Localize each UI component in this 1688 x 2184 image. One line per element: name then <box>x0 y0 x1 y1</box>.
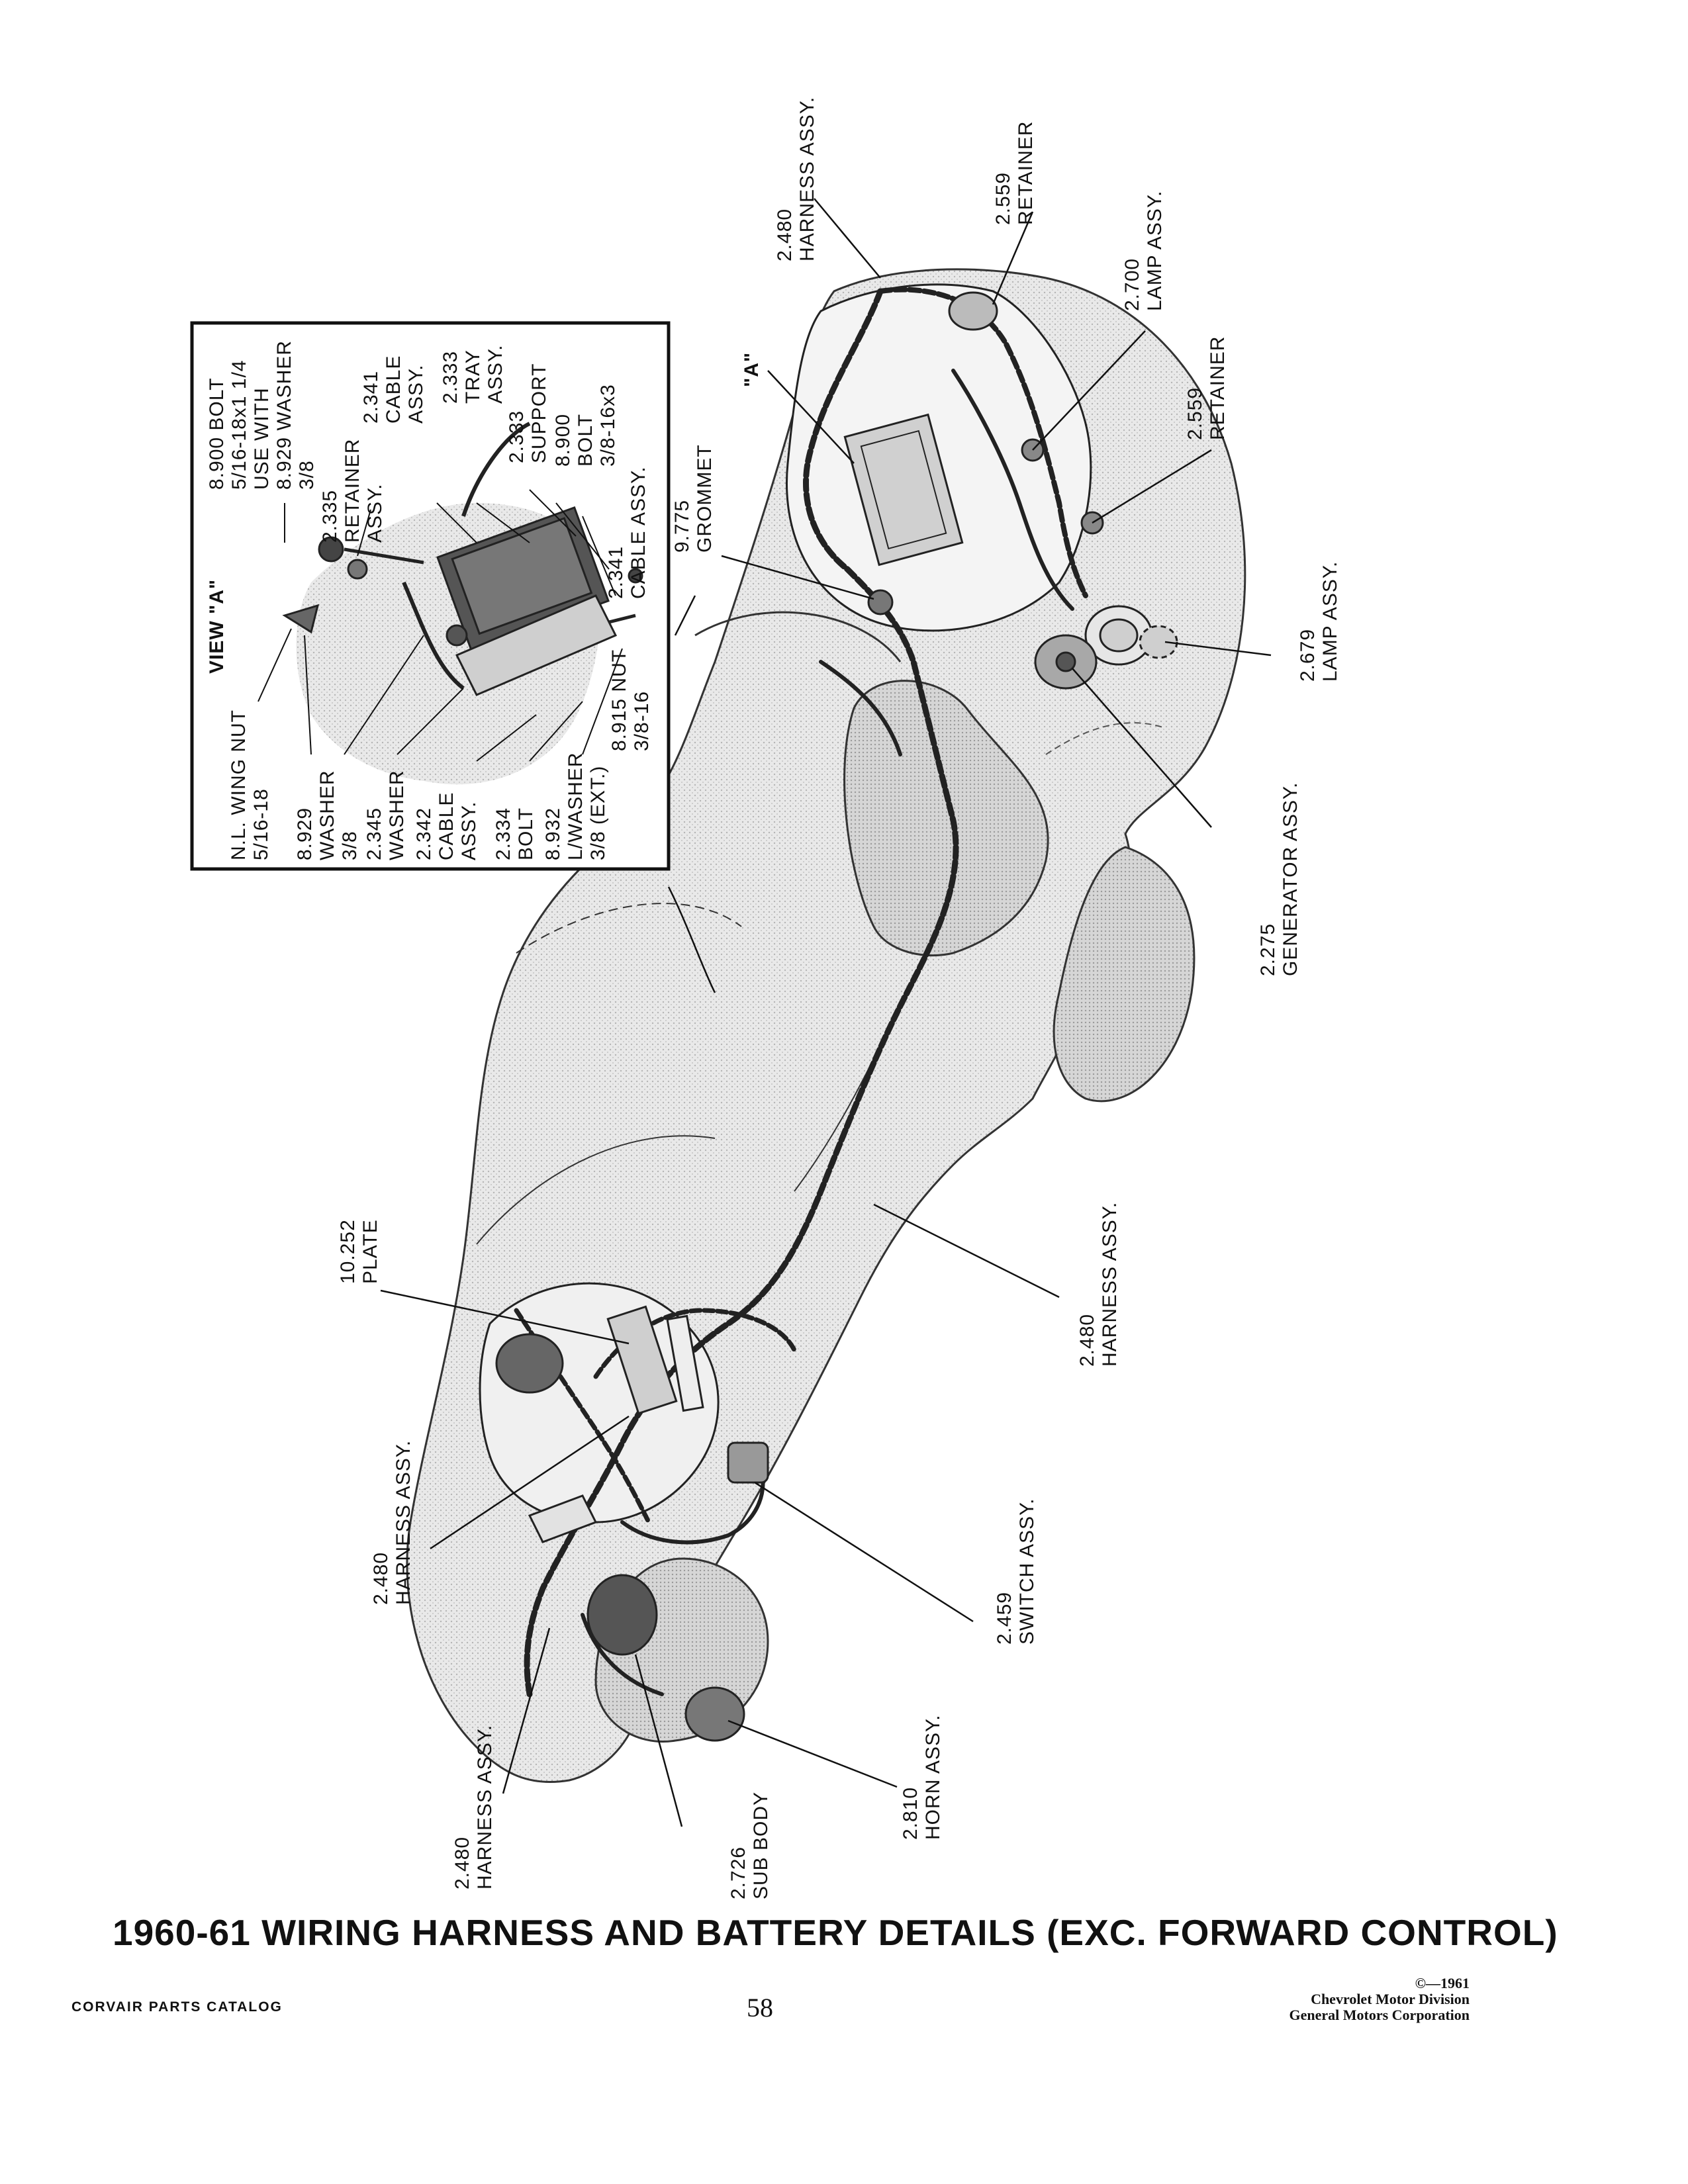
bolt-8900b-name: BOLT <box>575 414 596 467</box>
harness-top-name: HARNESS ASSY. <box>796 97 818 261</box>
retainer-2335-num: 2.335 <box>319 490 341 543</box>
tray-2333-name: TRAY <box>462 349 484 404</box>
harness-left-name: HARNESS ASSY. <box>393 1440 414 1605</box>
generator-name: GENERATOR ASSY. <box>1280 782 1301 976</box>
sub-body-name: SUB BODY <box>750 1792 772 1899</box>
support-2333-name: SUPPORT <box>528 363 550 463</box>
cable-2341a-assy: ASSY. <box>405 364 427 424</box>
cable-2341a-name: CABLE <box>383 355 404 424</box>
wing-nut-label: N.L. WING NUT <box>228 709 250 860</box>
washer-8929-num: 8.929 <box>294 807 316 860</box>
washer-8929-name: WASHER <box>316 770 338 860</box>
retainer-mid-num: 2.559 <box>1184 387 1206 440</box>
bolt-2334-num: 2.334 <box>492 807 514 860</box>
page-number: 58 <box>747 1993 773 2023</box>
support-2333-num: 2.333 <box>506 410 528 463</box>
inset-title: VIEW "A" <box>206 579 228 674</box>
view-a-marker: "A" <box>741 352 763 387</box>
grommet-num: 9.775 <box>671 500 693 553</box>
lamp-2679-num: 2.679 <box>1297 629 1319 682</box>
retainer-2335-assy: ASSY. <box>364 483 386 543</box>
washer-2345-num: 2.345 <box>363 807 385 860</box>
lamp-2679-name: LAMP ASSY. <box>1319 561 1341 682</box>
harness-mid-name: HARNESS ASSY. <box>1099 1202 1121 1367</box>
cable-2341a-num: 2.341 <box>360 371 382 424</box>
switch-num: 2.459 <box>994 1592 1015 1645</box>
retainer-mid-name: RETAINER <box>1207 336 1229 440</box>
bolt-8900a-use: USE WITH <box>251 387 273 490</box>
harness-mid-num: 2.480 <box>1076 1314 1098 1367</box>
catalog-name: CORVAIR PARTS CATALOG <box>71 1999 283 2015</box>
grommet-name: GROMMET <box>694 444 716 553</box>
washer-2345-name: WASHER <box>386 770 408 860</box>
bolt-8900b-size: 3/8-16x3 <box>597 384 619 467</box>
figure-caption: 1960-61 WIRING HARNESS AND BATTERY DETAI… <box>113 1912 1558 1953</box>
copyright-year: ©—1961 <box>1415 1975 1470 1991</box>
nut-8915-name: 8.915 NUT <box>608 649 630 751</box>
retainer-2335-name: RETAINER <box>342 439 363 543</box>
corporation-name: General Motors Corporation <box>1289 2007 1470 2023</box>
nut-8915-size: 3/8-16 <box>631 691 653 751</box>
cable-2342-num: 2.342 <box>413 807 435 860</box>
lwasher-8932-size: 3/8 (EXT.) <box>587 766 609 860</box>
lwasher-8932-num: 8.932 <box>542 807 564 860</box>
plate-name: PLATE <box>359 1219 381 1284</box>
cable-2341b-num: 2.341 <box>605 546 627 599</box>
cable-2342-name: CABLE <box>436 792 457 860</box>
horn-name: HORN ASSY. <box>922 1714 944 1840</box>
plate-num: 10.252 <box>337 1219 359 1284</box>
copyright-block: ©—1961 Chevrolet Motor Division General … <box>1289 1976 1470 2023</box>
harness-bottom-name: HARNESS ASSY. <box>474 1725 496 1889</box>
lamp-2700-name: LAMP ASSY. <box>1144 191 1166 311</box>
division-name: Chevrolet Motor Division <box>1311 1991 1470 2007</box>
harness-bottom-num: 2.480 <box>451 1837 473 1889</box>
lamp-2700-num: 2.700 <box>1121 258 1143 311</box>
bolt-8900a-name: 8.900 BOLT <box>206 377 228 490</box>
horn-num: 2.810 <box>900 1787 921 1840</box>
callout-labels: 2.480 HARNESS ASSY. 2.559 RETAINER 2.700… <box>337 97 1341 1899</box>
wing-nut-size: 5/16-18 <box>250 788 272 860</box>
components <box>495 291 1178 1742</box>
leader-lines <box>380 198 1272 1827</box>
generator-num: 2.275 <box>1257 923 1279 976</box>
retainer-top-name: RETAINER <box>1015 121 1037 225</box>
sub-body-num: 2.726 <box>727 1846 749 1899</box>
bolt-8900b-num: 8.900 <box>552 414 574 467</box>
bolt-2334-name: BOLT <box>515 807 537 860</box>
retainer-top-num: 2.559 <box>992 172 1014 225</box>
cable-2341b-name: CABLE ASSY. <box>628 466 649 599</box>
tray-2333-assy: ASSY. <box>485 344 506 404</box>
wiring-harness <box>514 287 1088 1698</box>
bolt-8900a-washer-size: 3/8 <box>296 460 318 490</box>
harness-left-num: 2.480 <box>370 1552 392 1605</box>
view-a-inset <box>190 321 671 871</box>
switch-name: SWITCH ASSY. <box>1016 1498 1038 1645</box>
bolt-8900a-size: 5/16-18x1 1/4 <box>228 360 250 490</box>
harness-top-num: 2.480 <box>774 208 796 261</box>
cable-2342-assy: ASSY. <box>458 801 480 860</box>
lwasher-8932-name: L/WASHER <box>565 752 586 860</box>
tray-2333-num: 2.333 <box>440 351 461 404</box>
washer-8929-size: 3/8 <box>339 831 361 860</box>
inset-labels: VIEW "A" N.L. WING NUT 5/16-18 8.929 WAS… <box>206 340 653 860</box>
bolt-8900a-washer: 8.929 WASHER <box>273 340 295 490</box>
